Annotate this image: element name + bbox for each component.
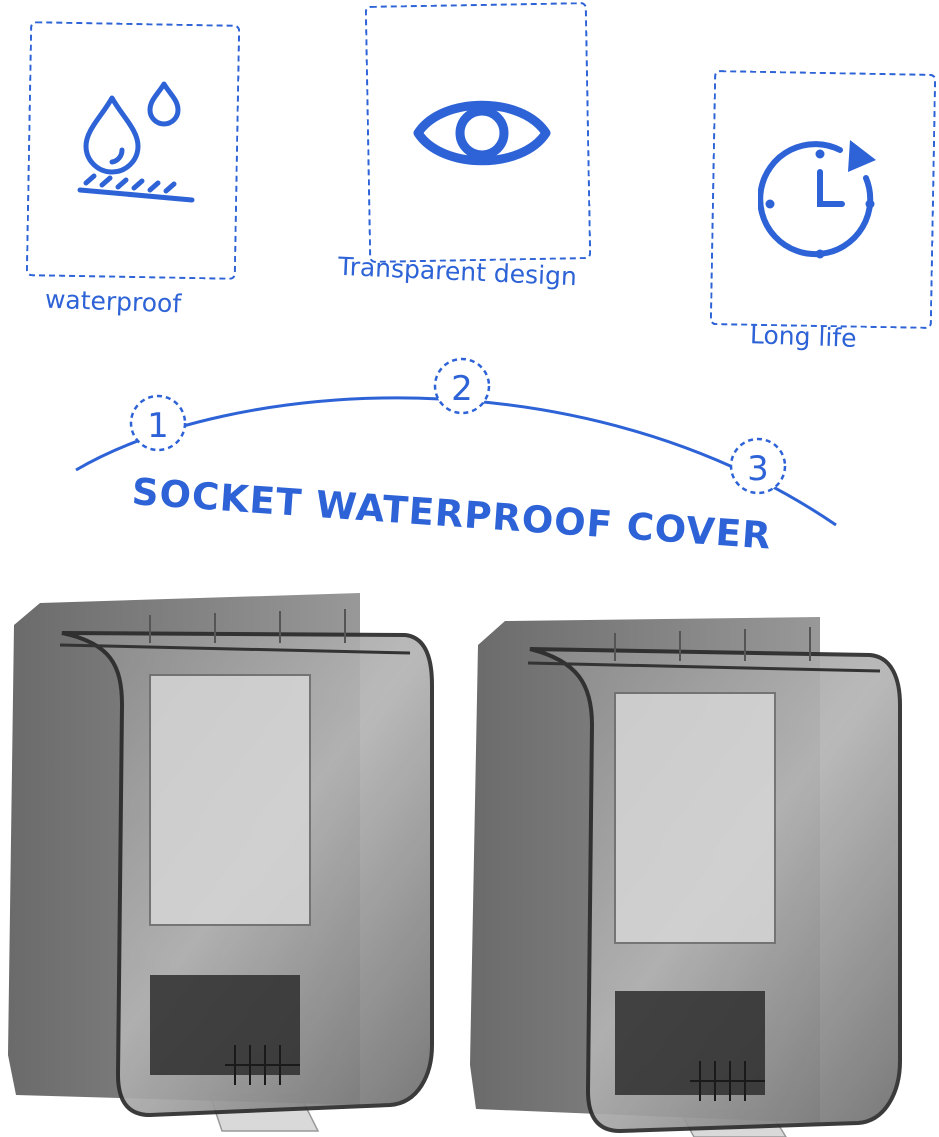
two-socket-covers-image (8, 593, 902, 1137)
step-2: 2 (433, 357, 491, 415)
steps-arc: 1 2 3 (75, 357, 837, 527)
feature-label-waterproof: waterproof (44, 284, 182, 319)
clock-icon (758, 140, 876, 259)
eye-icon (413, 100, 551, 166)
step-3-label: 3 (747, 449, 769, 489)
step-2-label: 2 (451, 369, 473, 409)
socket-cover-right (470, 617, 902, 1137)
step-3: 3 (729, 437, 787, 495)
water-drops-icon (77, 81, 195, 203)
socket-cover-left (8, 593, 434, 1132)
step-1: 1 (129, 394, 187, 452)
step-1-label: 1 (147, 406, 169, 446)
